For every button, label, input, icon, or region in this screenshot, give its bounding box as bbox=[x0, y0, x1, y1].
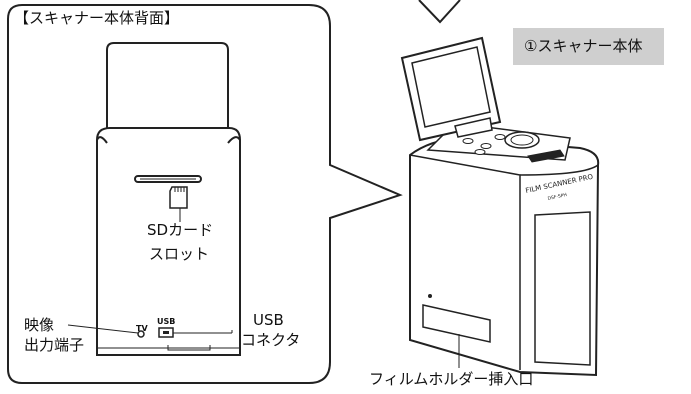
scanner-front-drawing bbox=[400, 36, 600, 377]
usb-connector-label-line2: コネクタ bbox=[241, 331, 301, 349]
top-pointer bbox=[418, 0, 461, 24]
port-tv-text: TV bbox=[136, 324, 148, 333]
usb-connector-label-line1: USB bbox=[253, 311, 284, 329]
film-holder-slot-label: フィルムホルダー挿入口 bbox=[369, 370, 534, 388]
sd-slot-label-line1: SDカード bbox=[147, 221, 214, 239]
port-usb-text: USB bbox=[157, 317, 176, 326]
video-out-label-line1: 映像 bbox=[24, 316, 55, 334]
model-text: DSF-SPH bbox=[547, 192, 567, 202]
scanner-back-drawing bbox=[96, 42, 241, 356]
video-out-label-line2: 出力端子 bbox=[24, 336, 85, 354]
scanner-body-badge: ①スキャナー本体 bbox=[513, 28, 664, 65]
sd-slot-label-line2: スロット bbox=[149, 245, 210, 263]
leader-lines-back bbox=[67, 208, 233, 334]
back-view-title: 【スキャナー本体背面】 bbox=[14, 9, 180, 27]
